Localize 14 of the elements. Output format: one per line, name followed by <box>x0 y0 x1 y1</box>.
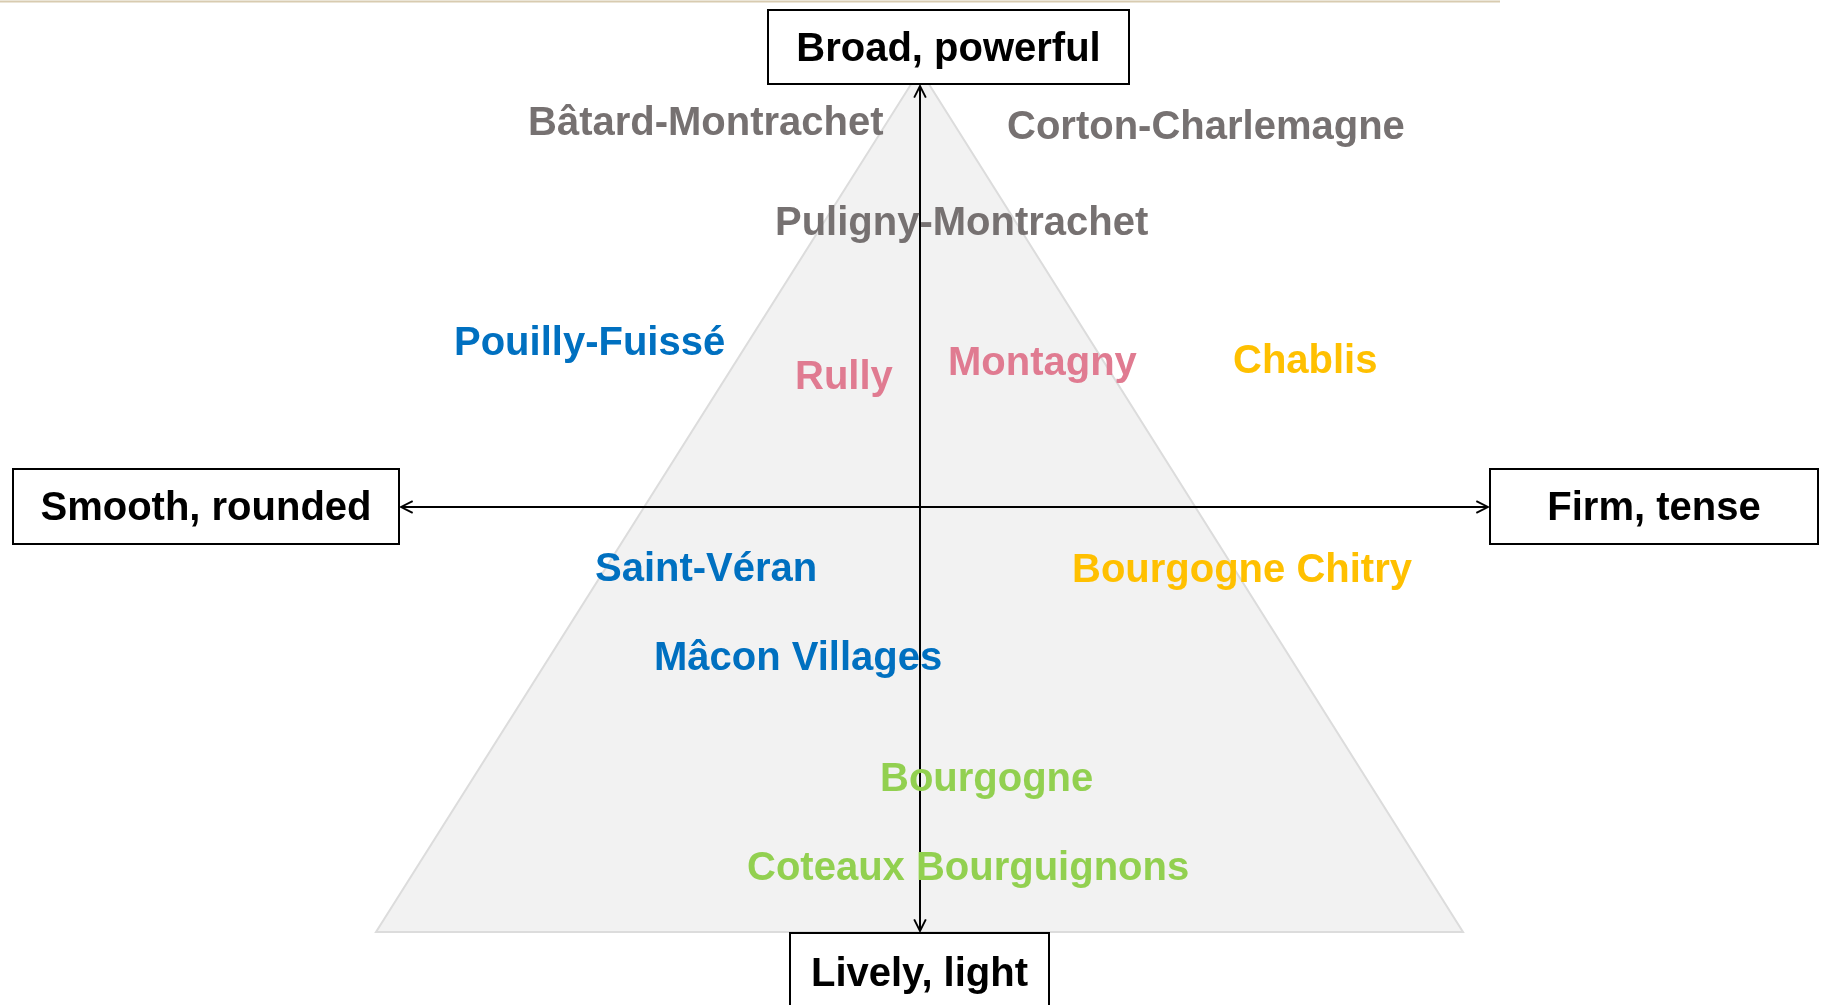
wine-name: Bourgogne Chitry <box>1072 545 1412 592</box>
wine-name: Montagny <box>948 338 1137 385</box>
double-arrow <box>400 500 1489 514</box>
wine-name: Chablis <box>1233 336 1378 383</box>
wine-name: Corton-Charlemagne <box>1007 102 1405 149</box>
wine-name: Rully <box>795 352 893 399</box>
double-arrow <box>913 85 927 932</box>
axis-label-box: Broad, powerful <box>767 9 1130 85</box>
axis-label-box: Smooth, rounded <box>12 468 400 545</box>
axis-label-box: Lively, light <box>789 932 1050 1005</box>
wine-name: Bâtard-Montrachet <box>528 98 884 145</box>
axis-label-box: Firm, tense <box>1489 468 1819 545</box>
wine-name: Pouilly-Fuissé <box>454 318 726 365</box>
wine-name: Saint-Véran <box>595 544 818 591</box>
